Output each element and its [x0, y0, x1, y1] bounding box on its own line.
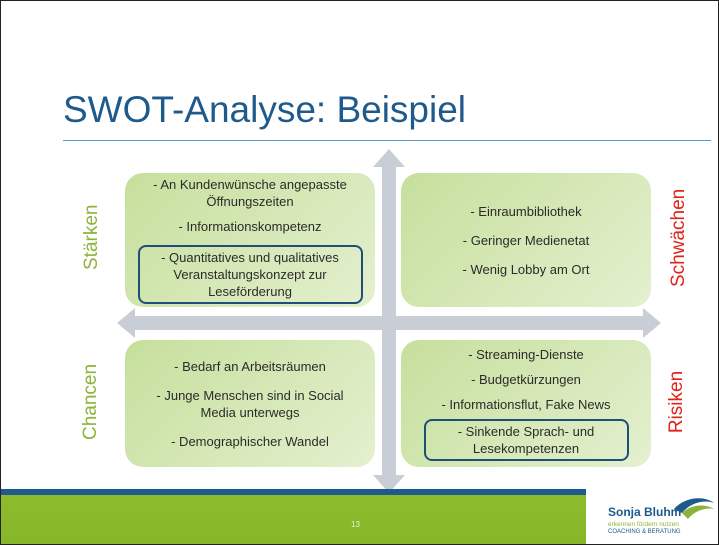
opportunity-item: - Demographischer Wandel	[171, 433, 329, 449]
logo-subtitle: COACHING & BERATUNG	[608, 529, 681, 535]
opportunity-item: - Bedarf an Arbeitsräumen	[174, 358, 326, 374]
quadrant-strengths: - An Kundenwünsche angepasste Öffnungsze…	[125, 173, 375, 307]
right-arrowhead	[643, 308, 661, 338]
left-arrowhead	[117, 308, 135, 338]
logo-name: Sonja Bluhm	[608, 505, 682, 519]
strength-item-highlighted: - Quantitatives und qualitatives Veranst…	[137, 245, 363, 304]
label-weaknesses: Schwächen	[668, 188, 689, 287]
threat-item-highlighted: - Sinkende Sprach- und Lesekompetenzen	[423, 419, 629, 461]
label-threats: Risiken	[666, 370, 687, 434]
axis-arrows	[117, 149, 661, 493]
footer-rule	[1, 489, 718, 495]
up-arrowhead	[373, 149, 405, 167]
company-logo: Sonja Bluhm erkennen fördern nutzen COAC…	[586, 489, 718, 544]
slide-title: SWOT-Analyse: Beispiel	[63, 89, 467, 130]
weakness-item: - Geringer Medienetat	[462, 232, 590, 248]
horizontal-axis	[134, 316, 646, 330]
footer-band	[1, 495, 586, 544]
threat-item: - Streaming-Dienste	[468, 347, 584, 362]
title-underline	[63, 140, 711, 141]
quadrant-opportunities: - Bedarf an Arbeitsräumen - Junge Mensch…	[125, 340, 375, 467]
down-arrowhead	[373, 475, 405, 493]
threat-item: - Budgetkürzungen	[471, 372, 581, 387]
quadrant-threats: - Streaming-Dienste - Budgetkürzungen - …	[401, 340, 651, 467]
quadrant-weaknesses: - Einraumbibliothek - Geringer Medieneta…	[401, 173, 651, 307]
weakness-item: - Einraumbibliothek	[470, 203, 582, 219]
logo-tagline: erkennen fördern nutzen	[608, 521, 679, 528]
strength-item: - Informationskompetenz	[178, 219, 322, 234]
logo-swoosh-icon	[674, 498, 714, 519]
strength-item: - An Kundenwünsche angepasste Öffnungsze…	[153, 177, 347, 209]
opportunity-item: - Junge Menschen sind in Social Media un…	[156, 387, 344, 420]
weakness-item: - Wenig Lobby am Ort	[462, 261, 590, 277]
threat-item: - Informationsflut, Fake News	[441, 397, 611, 412]
page-number: 13	[351, 520, 360, 529]
label-strengths: Stärken	[81, 204, 102, 270]
label-opportunities: Chancen	[80, 363, 101, 441]
